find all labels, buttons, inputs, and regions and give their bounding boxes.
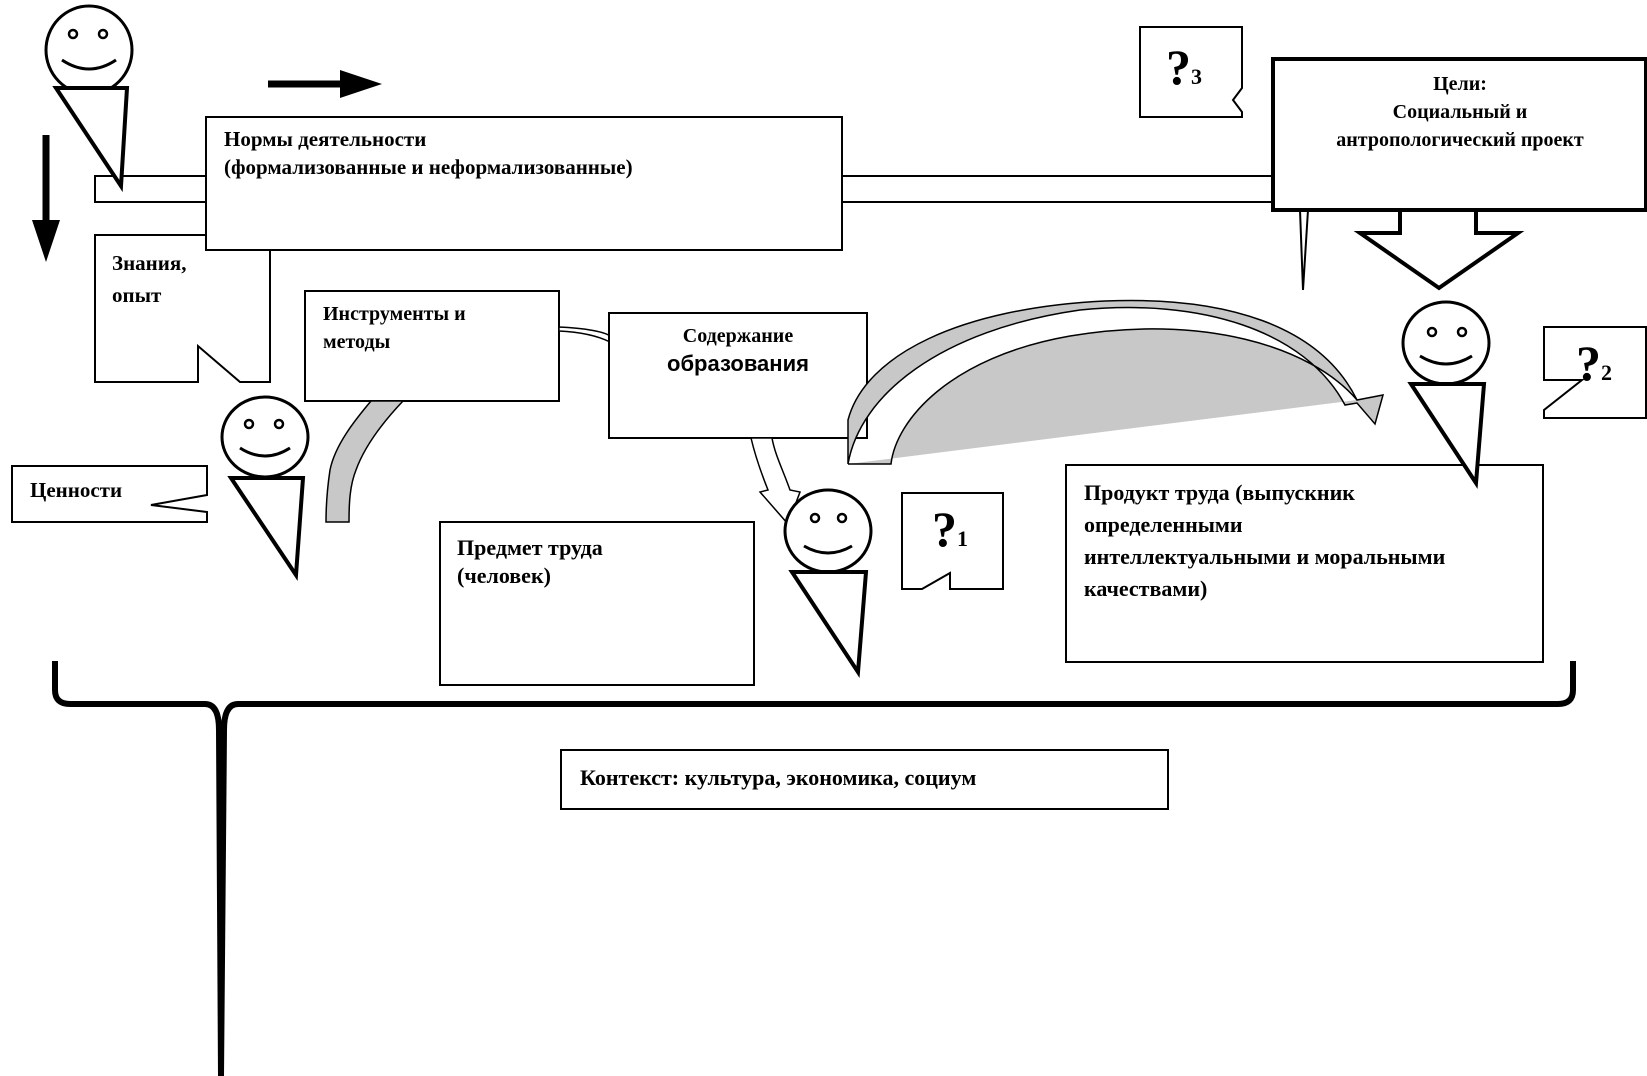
product-box (1065, 464, 1544, 663)
question1-sub: 1 (957, 526, 968, 551)
tools-label: Инструменты и методы (323, 300, 466, 356)
arrow-right-icon (268, 70, 382, 98)
product-line1: Продукт труда (выпускник (1084, 480, 1355, 505)
knowledge-line2: опыт (112, 283, 162, 307)
tools-line2: методы (323, 331, 391, 353)
values-callout-shape (11, 465, 208, 523)
question1-callout-shape (901, 492, 1004, 590)
content-label: Содержание образования (609, 322, 867, 378)
subject-line1: Предмет труда (457, 535, 603, 560)
context-box (560, 749, 1169, 810)
context-brace (52, 661, 1576, 1076)
values-figure-icon (220, 395, 310, 581)
question3-label: ?3 (1166, 38, 1202, 96)
knowledge-label: Знания, опыт (112, 247, 187, 311)
goals-line2: Социальный и (1392, 101, 1528, 123)
question2-callout-shape (1543, 326, 1647, 419)
tools-box (304, 290, 560, 402)
knowledge-line1: Знания, (112, 251, 187, 275)
goals-label: Цели: Социальный и антропологический про… (1275, 70, 1645, 154)
values-text: Ценности (30, 478, 123, 502)
content-line2: образования (667, 351, 809, 376)
norms-label: Нормы деятельности (формализованные и не… (224, 125, 633, 181)
subject-label: Предмет труда (человек) (457, 534, 603, 590)
content-to-product-curved-arrow-icon (847, 299, 1385, 465)
product-label: Продукт труда (выпускник определенными и… (1084, 477, 1445, 605)
question1-label: ?1 (932, 500, 968, 558)
question3-callout-shape (1139, 26, 1243, 118)
content-line1: Содержание (682, 325, 794, 347)
goals-line3: антропологический проект (1336, 129, 1584, 151)
content-box (608, 312, 868, 439)
arrow-down-icon (32, 135, 60, 262)
graduate-figure-icon (1401, 300, 1491, 489)
question1-mark: ? (932, 501, 957, 557)
norms-line1: Нормы деятельности (224, 127, 427, 151)
question3-mark: ? (1166, 39, 1191, 95)
tools-to-content-arrow-icon (558, 326, 611, 344)
subject-box (439, 521, 755, 686)
question3-sub: 3 (1191, 64, 1202, 89)
subject-line2: (человек) (457, 563, 551, 588)
tools-line1: Инструменты и (323, 303, 466, 325)
values-label: Ценности (30, 476, 122, 504)
norms-box (205, 116, 843, 251)
question2-label: ?2 (1576, 334, 1612, 392)
subject-figure-icon (783, 488, 873, 678)
tools-curved-arrow-icon (325, 400, 405, 523)
product-line2: определенными (1084, 512, 1243, 537)
product-line4: качествами) (1084, 576, 1208, 601)
teacher-figure-icon (44, 4, 134, 193)
product-line3: интеллектуальными и моральными (1084, 544, 1446, 569)
knowledge-callout-shape (94, 234, 271, 383)
question2-sub: 2 (1601, 360, 1612, 385)
context-label: Контекст: культура, экономика, социум (580, 764, 976, 792)
context-text: Контекст: культура, экономика, социум (580, 765, 977, 790)
goals-line1: Цели: (1433, 73, 1487, 95)
goals-down-arrow-icon (1353, 208, 1525, 291)
question2-mark: ? (1576, 335, 1601, 391)
norms-line2: (формализованные и неформализованные) (224, 155, 633, 179)
